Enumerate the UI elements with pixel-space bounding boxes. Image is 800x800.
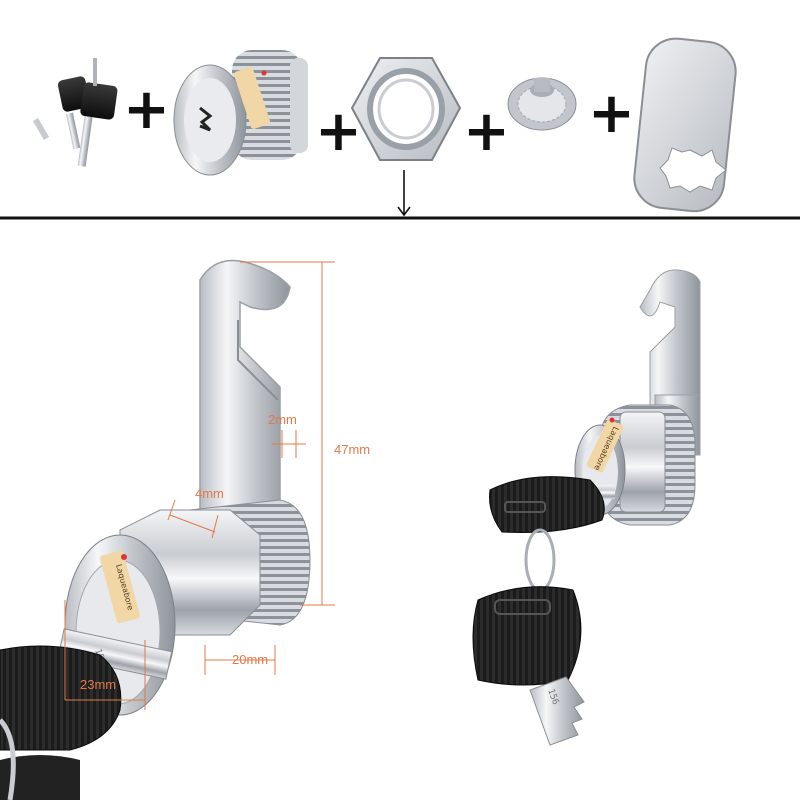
dim-cam-length: 47mm bbox=[334, 442, 370, 457]
plus-sign: + bbox=[588, 81, 635, 146]
lock-assembled-view: Laqueabore 156 bbox=[472, 269, 701, 746]
plus-sign: + bbox=[123, 77, 170, 142]
dim-shoulder: 4mm bbox=[195, 486, 224, 501]
dim-face-diameter: 23mm bbox=[80, 677, 116, 692]
cam-plate-part bbox=[633, 37, 737, 213]
hex-nut-part bbox=[350, 57, 462, 161]
dim-body-length: 20mm bbox=[232, 652, 268, 667]
lock-cylinder-part bbox=[173, 50, 308, 176]
dimension-annotations bbox=[64, 261, 335, 710]
keys-part bbox=[32, 58, 118, 167]
star-washer-part bbox=[507, 77, 577, 131]
lock-detail-view: Laqueabore 156 bbox=[0, 259, 311, 800]
brand-tag bbox=[100, 550, 140, 624]
plus-sign: + bbox=[463, 99, 510, 164]
dim-cam-thickness: 2mm bbox=[268, 412, 297, 427]
